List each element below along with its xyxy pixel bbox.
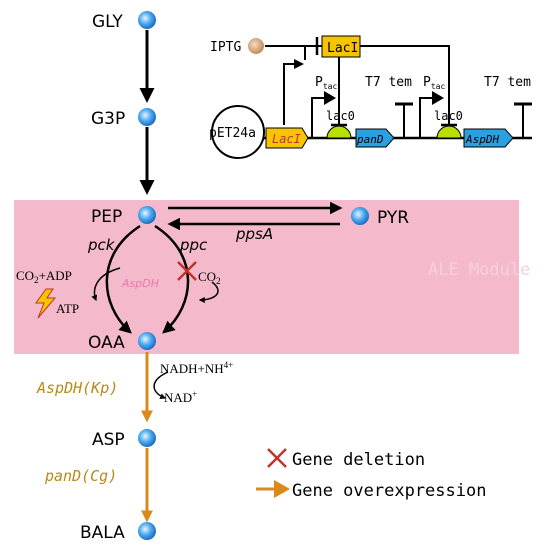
label-aspdh-faded: AspDH	[121, 277, 159, 290]
label-co2-adp: CO2+ADP	[16, 268, 72, 285]
pep-oaa-curves	[91, 224, 219, 334]
ppc-deletion-mark	[177, 261, 197, 281]
label-g3p: G3P	[91, 109, 125, 129]
legend-deletion-label: Gene deletion	[292, 450, 425, 470]
label-laci-box: LacI	[327, 41, 358, 56]
label-aspdh-kp: AspDH(Kp)	[36, 379, 118, 397]
label-atp: ATP	[56, 301, 79, 316]
label-pand-cg: panD(Cg)	[44, 467, 117, 485]
label-asp: ASP	[92, 430, 125, 450]
pet24a-plasmid	[211, 105, 265, 159]
label-iptg: IPTG	[210, 40, 241, 55]
label-nad: NAD+	[164, 389, 197, 405]
aspdh-gene	[463, 128, 514, 148]
legend-deletion-icon	[267, 448, 287, 468]
node-pyr	[351, 207, 369, 225]
lac0-operator-2	[436, 125, 462, 139]
node-pep	[138, 206, 156, 224]
node-asp	[138, 429, 156, 447]
label-pet24a: pET24a	[209, 126, 256, 141]
label-lac0-2: lac0	[434, 109, 463, 123]
label-co2: CO2	[198, 269, 221, 286]
label-ppc: ppc	[179, 236, 208, 254]
legend-overexpression-label: Gene overexpression	[292, 481, 486, 501]
lac0-operator-1	[326, 125, 352, 139]
label-ptac-1: Ptac	[315, 75, 337, 91]
label-bala: BALA	[80, 523, 125, 543]
ptac-promoter-2	[419, 97, 434, 138]
label-laci-gene: LacI	[272, 132, 301, 146]
pep-pyr-arrows	[167, 201, 343, 231]
laci-gene	[265, 127, 309, 149]
label-oaa: OAA	[88, 333, 125, 353]
legend-overexpression-icon	[256, 480, 290, 498]
label-pand: panD	[356, 133, 384, 146]
node-gly	[138, 11, 156, 29]
label-pck: pck	[87, 236, 116, 254]
label-gly: GLY	[92, 12, 123, 32]
ale-module-box	[14, 200, 519, 354]
iptg-icon	[248, 38, 264, 54]
plasmid-construct: IPTG LacI pET24a LacI Ptac	[209, 35, 532, 159]
label-lac0-1: lac0	[326, 109, 355, 123]
node-oaa	[138, 332, 156, 350]
legend: Gene deletion Gene overexpression	[256, 448, 486, 501]
pand-gene	[355, 128, 395, 148]
label-t7-2: T7 tem	[484, 75, 531, 90]
atp-lightning-icon	[35, 288, 57, 319]
ale-module-label: ALE Module	[428, 260, 530, 280]
label-nadh-nh4: NADH+NH4+	[160, 360, 233, 376]
node-g3p	[138, 108, 156, 126]
label-ptac-2: Ptac	[423, 75, 445, 91]
label-aspdh-gene: AspDH	[465, 133, 499, 146]
metabolite-nodes	[138, 11, 369, 540]
nadh-arrow	[153, 371, 169, 399]
label-pep: PEP	[91, 207, 122, 227]
ptac-promoter-1	[311, 97, 326, 138]
node-bala	[138, 522, 156, 540]
label-pyr: PYR	[377, 208, 409, 228]
label-ppsa: ppsA	[235, 225, 273, 243]
label-t7-1: T7 tem	[365, 75, 412, 90]
